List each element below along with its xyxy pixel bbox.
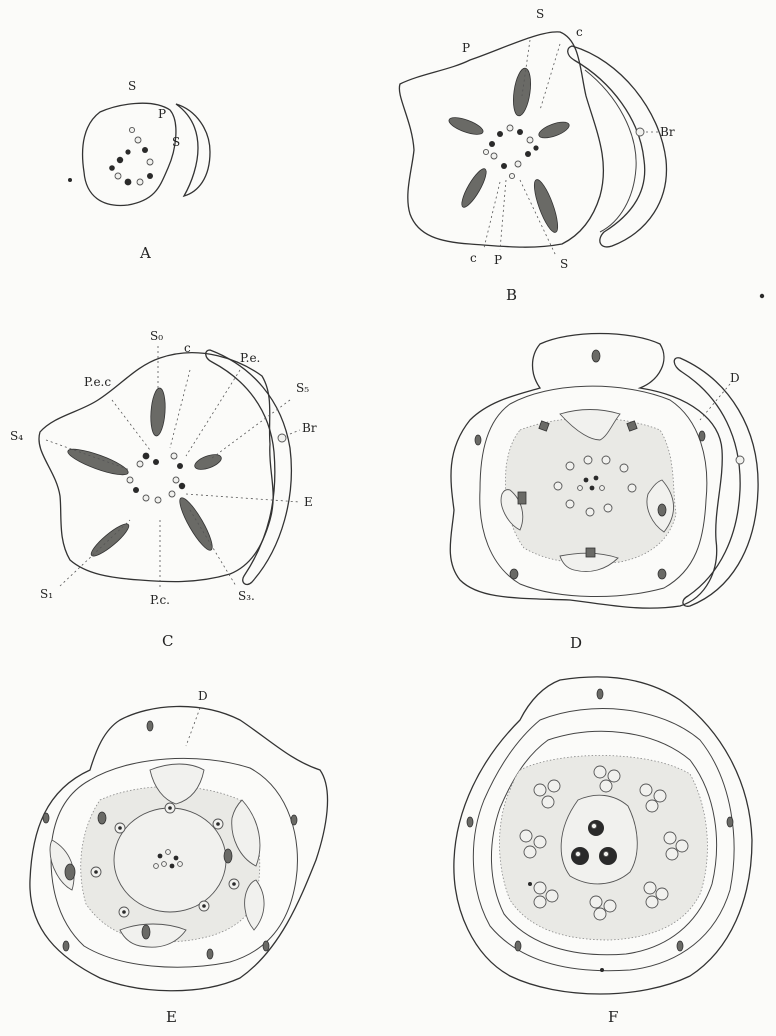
panel-b-sepal-bundles (447, 67, 571, 235)
panel-d-label-d: D (730, 371, 740, 385)
panel-c-sepal-bundles (66, 388, 224, 560)
panel-c-bract-outline (206, 350, 292, 584)
panel-a-anther-ring (109, 127, 153, 185)
panel-b-label-s-top: S (536, 7, 544, 21)
panel-f-caption: F (608, 1008, 618, 1026)
panel-c-label-s1: S₁ (40, 587, 53, 601)
panel-b-dot (760, 294, 764, 298)
panel-a-diagram: S P S A (68, 79, 210, 262)
panel-b-inner-bract (585, 70, 636, 232)
panel-c-label-br: Br (302, 421, 317, 435)
panel-a-label-s-top: S (128, 79, 136, 93)
panel-b-label-s-bottom: S (560, 257, 568, 271)
panel-b-label-c-top: c (576, 25, 583, 39)
panel-c-label-pec-left: P.e.c (84, 375, 111, 389)
panel-b-label-c-bottom: c (470, 251, 477, 265)
panel-a-dot (68, 178, 72, 182)
panel-c-central-ring (127, 453, 185, 503)
panel-b-bract-bundle (636, 128, 644, 136)
panel-b-petal-outline (399, 32, 603, 247)
panel-b-diagram: S P c Br c P S B (399, 7, 764, 304)
panel-a-label-s-side: S (172, 135, 180, 149)
panel-b-central-ring (483, 125, 538, 179)
panel-f-diagram: F (454, 677, 752, 1026)
panel-d-caption: D (570, 634, 582, 652)
panel-c-label-s5: S₅ (296, 381, 309, 395)
panel-e-center-cavity (114, 808, 226, 912)
panel-c-label-s3: S₃. (238, 589, 255, 603)
panel-c-diagram: S₀ c P.e. P.e.c S₅ Br S₄ E S₁ P.c. S₃. C (10, 329, 317, 650)
panel-c-label-s4: S₄ (10, 429, 23, 443)
panel-c-label-pc: P.c. (150, 593, 170, 607)
panel-b-caption: B (506, 286, 517, 304)
panel-c-label-s-top: S₀ (150, 329, 163, 343)
panel-e-label-d: D (198, 689, 208, 703)
panel-a-label-p: P (158, 107, 166, 121)
panel-b-label-p-bottom: P (494, 253, 502, 267)
panel-b-label-p-top: P (462, 41, 470, 55)
panel-c-caption: C (162, 632, 173, 650)
panel-b-label-br: Br (660, 125, 675, 139)
panel-c-label-pe-right: P.e. (240, 351, 260, 365)
panel-d-diagram: D D (450, 334, 758, 653)
panel-e-diagram: D E (30, 689, 328, 1026)
panel-c-bract-bundle (278, 434, 286, 442)
panel-a-caption: A (139, 244, 151, 262)
panel-c-label-e: E (304, 495, 313, 509)
panel-c-petal-outline (39, 353, 273, 582)
panel-e-caption: E (166, 1008, 177, 1026)
panel-f-ovary (561, 795, 637, 884)
panel-a-bract-outline (176, 104, 210, 196)
panel-c-label-c-top: c (184, 341, 191, 355)
